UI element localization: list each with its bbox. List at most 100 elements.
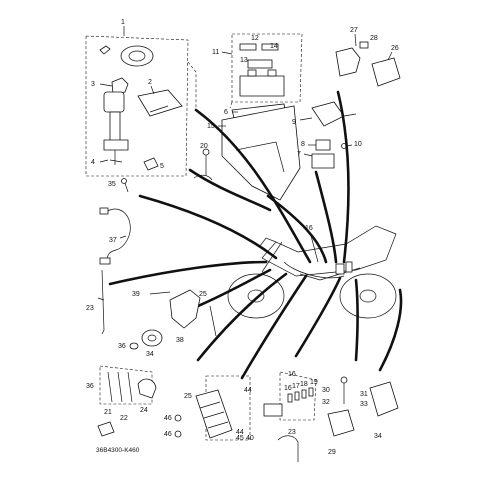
callout-40: 37	[109, 237, 117, 244]
callout-4: 4	[91, 159, 95, 166]
group-flasher: 27 28 26	[335, 27, 401, 87]
callout-30: 27	[350, 27, 358, 34]
control-unit[interactable]	[137, 89, 183, 117]
callout-22: 21	[104, 409, 112, 416]
callout-19: 18	[300, 381, 308, 388]
clamp-26[interactable]	[137, 378, 157, 399]
group-bolt-21: 20	[193, 143, 213, 181]
unit-37[interactable]	[369, 381, 399, 417]
callout-38: 34	[146, 351, 154, 358]
callout-46b: 46	[164, 431, 172, 438]
fuse-18[interactable]	[294, 391, 300, 401]
group-connectors: 16 16 17 18 19 23	[263, 371, 318, 462]
horn[interactable]	[141, 329, 163, 347]
callout-2: 2	[148, 79, 152, 86]
fuse-31[interactable]	[359, 41, 369, 49]
callout-29: 26	[391, 45, 399, 52]
callout-42: 39	[132, 291, 140, 298]
clamp-24[interactable]	[277, 435, 299, 462]
group-bottom-left: 36 21 22 24 36B4300-K460	[86, 365, 157, 454]
callout-20: 19	[310, 379, 318, 386]
motorcycle-outline	[227, 225, 397, 319]
fuse-19[interactable]	[301, 389, 307, 399]
callout-8: 8	[301, 141, 305, 148]
callout-45: 45	[236, 435, 244, 442]
callout-16-top: 16	[305, 225, 313, 232]
cable-25[interactable]	[101, 269, 105, 335]
ignition-lock-cover[interactable]	[120, 45, 154, 67]
callout-34b: 33	[360, 401, 368, 408]
callout-39: 36	[118, 343, 126, 350]
sensor-27[interactable]	[209, 305, 217, 337]
callout-37: 34	[374, 433, 382, 440]
callout-35: 35	[108, 181, 116, 188]
callout-12: 12	[251, 35, 259, 42]
callout-5: 5	[160, 163, 164, 170]
relay-32[interactable]	[327, 409, 355, 437]
callout-44b: 44	[236, 429, 244, 436]
callout-36: 36	[86, 383, 94, 390]
callout-15: 15	[207, 123, 215, 130]
fuse-20[interactable]	[308, 387, 314, 397]
group-horn: 36 34 38 39 25	[118, 289, 217, 358]
callout-9: 9	[292, 119, 296, 126]
callout-10: 10	[354, 141, 362, 148]
callout-17: 16	[284, 385, 292, 392]
callout-7: 7	[297, 151, 301, 158]
relay-7[interactable]	[311, 153, 335, 169]
group-right-bottom: 16 29 30 31 32 33 34	[305, 225, 399, 456]
callout-21: 20	[200, 143, 208, 150]
callout-32: 29	[328, 449, 336, 456]
callout-33b: 31	[360, 391, 368, 398]
callout-16: 16	[288, 371, 296, 378]
group-rectifier: 25 46 46 44 44 45 40	[164, 375, 254, 442]
fuse-17[interactable]	[287, 393, 293, 403]
callout-46: 46	[164, 415, 172, 422]
washer-46b[interactable]	[174, 430, 182, 438]
callout-41: 38	[176, 337, 184, 344]
group-battery-tray: 11 12 13 14 6 15	[207, 33, 303, 201]
unit-29[interactable]	[371, 57, 401, 87]
relay-9[interactable]	[311, 101, 345, 127]
callout-25: 23	[86, 305, 94, 312]
group-ignition-set: 1 2 3 4 5 35	[85, 19, 197, 193]
callout-43: 40	[246, 435, 254, 442]
connector-bottom-left[interactable]	[97, 421, 115, 437]
callout-33: 30	[322, 387, 330, 394]
callout-44: 44	[244, 387, 252, 394]
callout-27: 25	[199, 291, 207, 298]
wire-harness-40[interactable]	[103, 208, 131, 265]
leader-curves	[108, 90, 403, 380]
main-switch-body[interactable]	[103, 91, 125, 113]
callout-31: 28	[370, 35, 378, 42]
flasher-relay[interactable]	[335, 47, 361, 77]
bolt-33[interactable]	[340, 376, 348, 384]
group-relays: 9 8 7 10	[292, 101, 362, 169]
small-key[interactable]	[99, 45, 111, 55]
diagram-code: 36B4300-K460	[96, 447, 140, 454]
bracket-41[interactable]	[169, 289, 201, 329]
callout-26: 24	[140, 407, 148, 414]
callout-24: 23	[288, 429, 296, 436]
rectifier-regulator[interactable]	[195, 389, 233, 439]
callout-18: 17	[292, 383, 300, 390]
relay-8[interactable]	[315, 139, 331, 151]
callout-28: 25	[184, 393, 192, 400]
callout-1: 1	[121, 19, 125, 26]
pad-14[interactable]	[261, 43, 279, 51]
connector-16[interactable]	[263, 403, 283, 417]
group-harness-left: 37 23	[86, 207, 131, 335]
washer-46[interactable]	[174, 414, 182, 422]
battery[interactable]	[239, 75, 285, 97]
callout-13: 13	[240, 57, 248, 64]
callout-11: 11	[212, 49, 219, 56]
callout-23: 22	[120, 415, 128, 422]
callout-3: 3	[91, 81, 95, 88]
battery-tray[interactable]	[221, 105, 301, 201]
pad-12[interactable]	[239, 43, 257, 51]
pad-13[interactable]	[247, 59, 273, 69]
nut-39[interactable]	[129, 342, 139, 350]
ignition-key[interactable]	[143, 157, 159, 171]
callout-34: 32	[322, 399, 330, 406]
